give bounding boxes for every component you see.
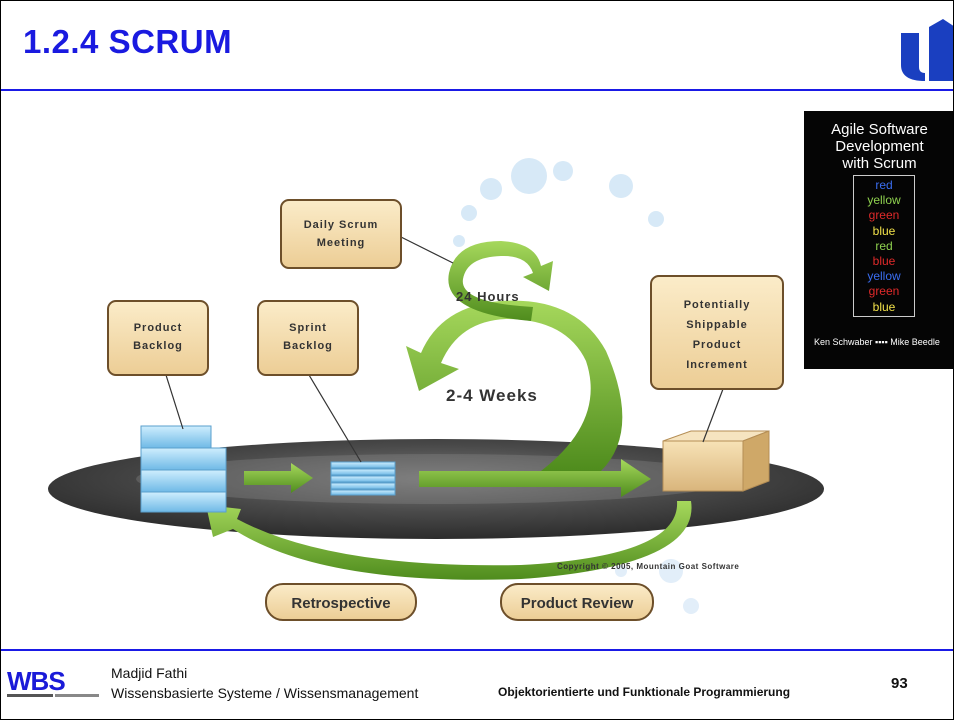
- book-title-line-2: Development: [835, 138, 924, 155]
- book-authors: Ken Schwaber ▪▪▪▪ Mike Beedle: [814, 337, 940, 347]
- scrum-process-diagram: Daily Scrum Meeting Product Backlog Spri…: [48, 158, 824, 621]
- page-number: 93: [891, 675, 908, 692]
- product-backlog-box: Product Backlog: [107, 300, 209, 376]
- daily-cycle-arrow: [448, 241, 553, 321]
- sprint-cycle-arrow: [406, 300, 623, 471]
- svg-text:Retrospective: Retrospective: [291, 595, 390, 612]
- weeks-label: 2-4 Weeks: [446, 386, 538, 405]
- book-color-word: red: [875, 238, 893, 253]
- decorative-bubbles: [453, 158, 713, 614]
- increment-box: Potentially Shippable Product Increment: [650, 275, 784, 390]
- product-backlog-blocks: [140, 425, 227, 513]
- header-rule: [1, 89, 953, 91]
- book-title-line-1: Agile Software: [831, 121, 928, 138]
- book-color-word: blue: [872, 223, 896, 238]
- book-color-word: yellow: [867, 269, 901, 284]
- retrospective-loop-arrow: [206, 501, 692, 580]
- footer-course: Objektorientierte und Funktionale Progra…: [498, 685, 791, 699]
- book-color-word: green: [868, 208, 900, 223]
- svg-text:Backlog: Backlog: [133, 340, 183, 352]
- book-title-line-3: with Scrum: [842, 155, 917, 172]
- sprint-backlog-box: Sprint Backlog: [257, 300, 359, 376]
- copyright-text: Copyright © 2005, Mountain Goat Software: [557, 562, 739, 571]
- product-package: [662, 430, 770, 492]
- wbs-logo-strip: [7, 694, 99, 697]
- wbs-logo: WBS: [7, 666, 66, 696]
- slide-title: 1.2.4 SCRUM: [23, 23, 233, 60]
- svg-text:Potentially: Potentially: [684, 299, 751, 311]
- flow-arrow-1: [244, 463, 313, 493]
- book-color-word: blue: [872, 254, 896, 268]
- svg-text:Backlog: Backlog: [283, 340, 333, 352]
- flow-arrow-2: [419, 459, 651, 497]
- footer-department: Wissensbasierte Systeme / Wissensmanagem…: [111, 685, 419, 701]
- daily-scrum-box: Daily Scrum Meeting: [280, 199, 402, 269]
- book-color-word: blue: [872, 299, 896, 314]
- process-platform: [48, 439, 824, 539]
- book-color-word: red: [875, 178, 893, 192]
- footer-author: Madjid Fathi: [111, 665, 188, 681]
- svg-text:Sprint: Sprint: [289, 322, 327, 334]
- hours-label: 24 Hours: [456, 289, 520, 304]
- svg-text:Product: Product: [134, 322, 183, 334]
- svg-text:Product Review: Product Review: [521, 595, 634, 612]
- product-review-pill: Product Review: [500, 583, 654, 621]
- book-cover: Agile Software Development with Scrum re…: [804, 111, 953, 369]
- svg-text:Increment: Increment: [686, 359, 748, 371]
- footer-rule: [1, 649, 953, 651]
- retrospective-pill: Retrospective: [265, 583, 417, 621]
- svg-text:Meeting: Meeting: [317, 237, 366, 249]
- svg-text:Product: Product: [693, 339, 742, 351]
- university-logo: [901, 19, 953, 81]
- book-color-word: yellow: [867, 193, 901, 208]
- book-color-word: green: [868, 284, 900, 299]
- svg-text:Shippable: Shippable: [686, 319, 748, 331]
- sprint-backlog-blocks: [330, 461, 396, 496]
- svg-text:Daily Scrum: Daily Scrum: [304, 219, 379, 231]
